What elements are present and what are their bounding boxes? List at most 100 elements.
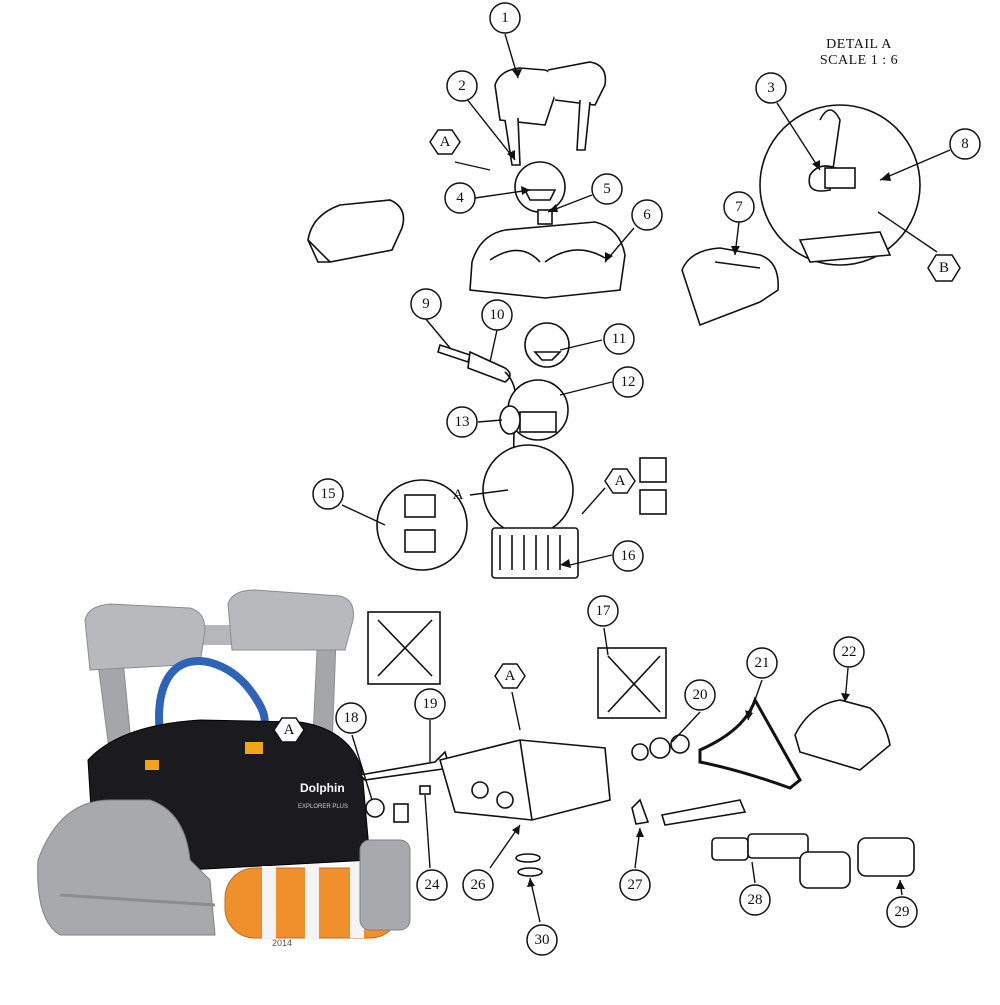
- part-19-side-bracket: [358, 750, 452, 781]
- callout-9: 9: [410, 288, 442, 320]
- reference-a-robot: A: [273, 717, 305, 743]
- svg-text:12: 12: [621, 374, 636, 390]
- svg-text:8: 8: [961, 136, 969, 152]
- part-drawings: [307, 61, 921, 889]
- robot-year-text: 2014: [272, 938, 292, 948]
- svg-text:30: 30: [535, 932, 550, 948]
- part-21-track-belt: [698, 696, 802, 790]
- leader-26: [489, 824, 521, 869]
- arrowhead-2: [507, 150, 515, 160]
- svg-text:24: 24: [425, 877, 441, 893]
- leader-10: [489, 329, 498, 363]
- leader-9: [424, 317, 451, 349]
- leader-ref-a-2: [581, 487, 606, 515]
- part-15-detail: [376, 479, 468, 571]
- detail-a-title: DETAIL A SCALE 1 : 6: [800, 37, 918, 69]
- reference-a-right: A: [604, 468, 636, 494]
- leader-ref-b: [877, 211, 938, 253]
- svg-text:28: 28: [748, 892, 763, 908]
- leader-13: [477, 419, 503, 423]
- robot-cable: [155, 657, 269, 742]
- svg-text:7: 7: [735, 199, 743, 215]
- part-1-handle: [494, 61, 607, 166]
- callout-30: 30: [526, 924, 558, 956]
- leader-28: [751, 861, 756, 884]
- svg-text:6: 6: [643, 207, 651, 223]
- part-28-brush-shaft: [711, 833, 809, 861]
- callout-12: 12: [612, 366, 644, 398]
- svg-text:17: 17: [596, 603, 612, 619]
- part-24-clip: [419, 785, 431, 795]
- callout-28: 28: [739, 884, 771, 916]
- callout-20: 20: [684, 679, 716, 711]
- part-filter-left: [367, 611, 441, 685]
- part-6-housing: [469, 209, 626, 299]
- part-clips-right: [639, 457, 667, 515]
- robot-side-frame-right: [359, 839, 411, 931]
- svg-text:9: 9: [422, 296, 430, 312]
- reference-labels: A A A A B A: [273, 129, 961, 743]
- reference-b-text: B: [939, 260, 949, 276]
- leader-ref-a-3: [511, 691, 521, 731]
- callout-11: 11: [603, 323, 635, 355]
- robot-accent-clip: [145, 760, 159, 770]
- arrowhead-7: [731, 246, 740, 255]
- part-20-bearings: [631, 734, 690, 761]
- callout-21: 21: [746, 647, 778, 679]
- part-11-clip: [524, 322, 570, 368]
- robot-brand-text: Dolphin: [300, 781, 345, 795]
- callout-8: 8: [949, 128, 981, 160]
- svg-text:2: 2: [458, 78, 466, 94]
- leader-17: [603, 627, 609, 656]
- arrowhead-29: [896, 880, 905, 889]
- callout-2: 2: [446, 70, 478, 102]
- detail-a-marker-text: A: [453, 487, 464, 503]
- robot-accent-latch: [245, 742, 263, 754]
- robot-logo: Dolphin EXPLORER PLUS: [298, 781, 348, 810]
- robot-frame-rib: [59, 893, 216, 907]
- reference-a-top-text: A: [440, 134, 451, 150]
- leader-ref-a-detail: [469, 489, 509, 496]
- callout-1: 1: [489, 2, 521, 34]
- detail-a-cable-circle: [482, 444, 574, 536]
- part-13-float: [499, 405, 521, 435]
- arrowhead-8: [880, 172, 891, 181]
- arrowhead-5: [548, 204, 558, 212]
- part-cover-left: [307, 199, 405, 263]
- arrowhead-16: [560, 559, 571, 568]
- callout-13: 13: [446, 406, 478, 438]
- part-29-brushes: [799, 837, 915, 889]
- callouts: 1 2 3 4 5 6 7 8 9 10 11 12 13 15 16 17 1…: [312, 2, 981, 956]
- callout-7: 7: [723, 191, 755, 223]
- svg-text:5: 5: [603, 181, 611, 197]
- robot-handle-grip-left: [84, 603, 206, 671]
- callout-19: 19: [414, 688, 446, 720]
- svg-text:1: 1: [501, 10, 509, 26]
- part-16-motor-unit: [491, 527, 579, 579]
- leader-11: [559, 339, 603, 351]
- robot-brush-band-2: [305, 864, 319, 940]
- callout-4: 4: [444, 182, 476, 214]
- callout-16: 16: [612, 540, 644, 572]
- part-26-chassis: [439, 739, 611, 821]
- svg-text:22: 22: [842, 644, 857, 660]
- reference-a-bottom-text: A: [505, 668, 516, 684]
- leader-16: [569, 554, 613, 566]
- part-22-side-panel: [794, 699, 891, 771]
- leader-arrowheads: [507, 69, 905, 889]
- arrowhead-1: [512, 69, 522, 78]
- leader-2: [465, 97, 516, 161]
- callout-24: 24: [416, 869, 448, 901]
- part-side-bracket-right: [660, 799, 747, 826]
- arrowhead-30: [527, 878, 535, 887]
- svg-text:20: 20: [693, 687, 708, 703]
- callout-6: 6: [631, 199, 663, 231]
- reference-b: B: [927, 254, 961, 282]
- part-12-clips: [507, 379, 569, 441]
- arrowhead-6: [605, 252, 613, 262]
- leader-18: [351, 734, 373, 801]
- leader-20: [671, 711, 701, 743]
- svg-text:27: 27: [628, 877, 644, 893]
- leader-8: [879, 149, 951, 181]
